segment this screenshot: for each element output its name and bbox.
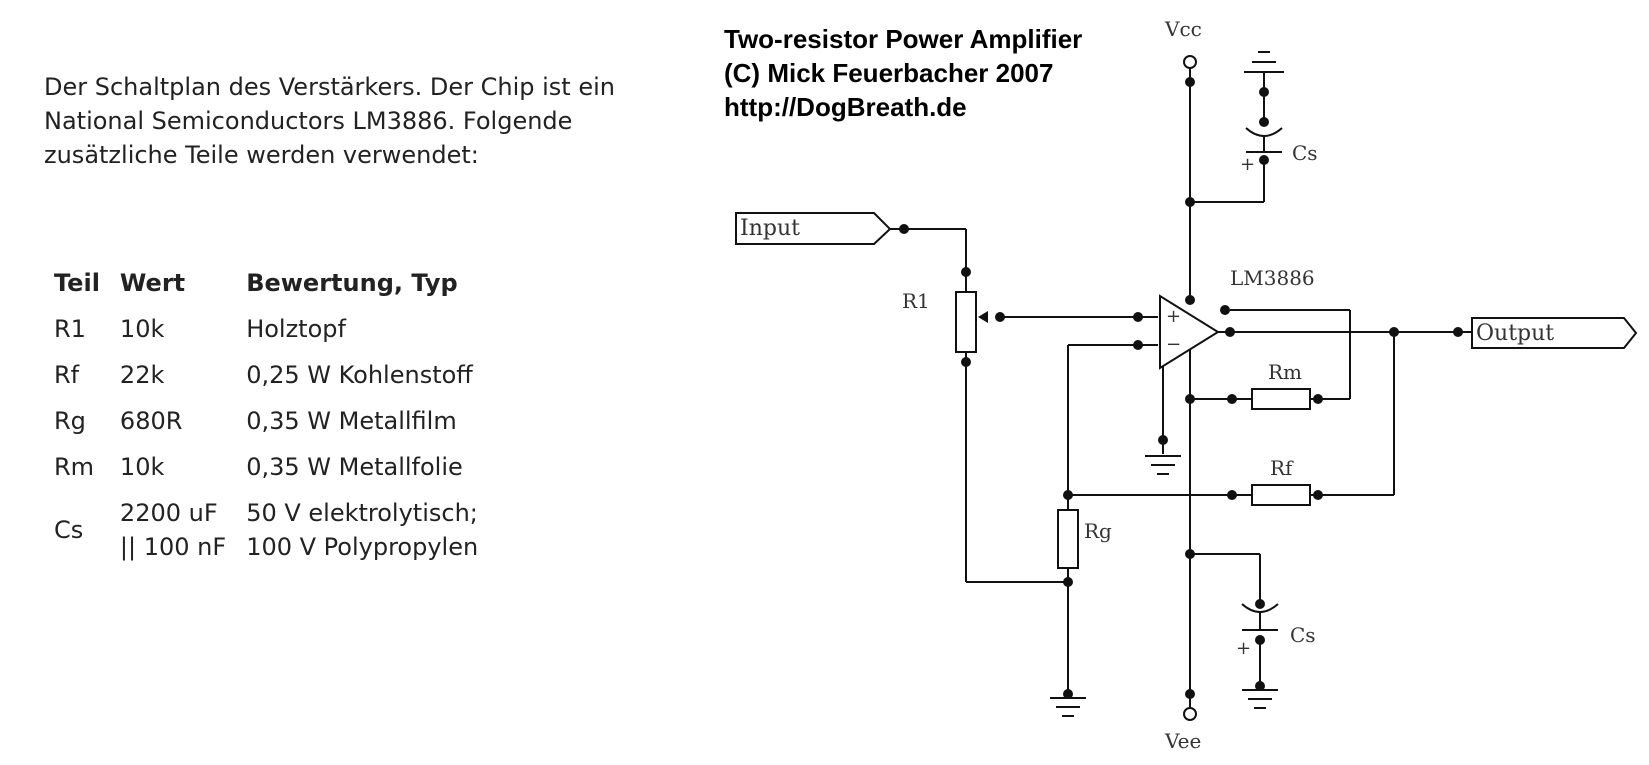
cell-rating-line1: 50 V elektrolytisch; <box>246 499 478 527</box>
opamp-plus: + <box>1166 306 1181 327</box>
rf-resistor <box>1251 484 1311 506</box>
vee-label: Vee <box>1164 729 1201 753</box>
cell-value: 2200 uF || 100 nF <box>110 490 236 570</box>
intro-paragraph: Der Schaltplan des Verstärkers. Der Chip… <box>44 73 615 169</box>
ground-symbol-chip <box>1145 455 1181 475</box>
cell-value-line1: 2200 uF <box>119 499 218 527</box>
header-part: Teil <box>54 269 100 297</box>
table-row: Cs 2200 uF || 100 nF 50 V elektrolytisch… <box>44 490 488 570</box>
chip-label: LM3886 <box>1230 266 1315 290</box>
cell-value-line2: || 100 nF <box>119 533 227 561</box>
ground-symbol-top <box>1244 51 1284 73</box>
r1-label: R1 <box>902 289 930 313</box>
amplifier-schematic: Two-resistor Power Amplifier (C) Mick Fe… <box>724 17 1638 753</box>
rg-label: Rg <box>1084 519 1112 543</box>
cell-part: Rg <box>54 407 86 435</box>
cell-rating: 50 V elektrolytisch; 100 V Polypropylen <box>236 490 488 570</box>
cs-bottom-label: Cs <box>1290 623 1316 647</box>
ground-symbol-rg <box>1050 697 1086 717</box>
cell-rating: Holztopf <box>246 315 346 343</box>
table-row: Rm 10k 0,35 W Metallfolie <box>44 444 488 490</box>
output-tag <box>1471 317 1638 349</box>
cell-part: Cs <box>54 516 84 544</box>
rm-resistor <box>1251 388 1311 410</box>
ground-symbol-cs-bottom <box>1242 689 1278 709</box>
cs-top-capacitor <box>1245 127 1283 153</box>
header-rating: Bewertung, Typ <box>246 269 458 297</box>
rg-resistor <box>1057 509 1079 569</box>
opamp-minus: − <box>1166 334 1181 355</box>
schematic-title-line3: http://DogBreath.de <box>724 92 967 122</box>
vee-terminal <box>1183 707 1197 721</box>
table-row: Rf 22k 0,25 W Kohlenstoff <box>44 352 488 398</box>
cell-part: Rf <box>54 361 80 389</box>
rm-label: Rm <box>1268 360 1302 384</box>
input-tag <box>735 212 892 245</box>
opamp-triangle <box>1159 294 1220 370</box>
cell-rating-line2: 100 V Polypropylen <box>246 533 479 561</box>
cs-top-label: Cs <box>1292 141 1318 165</box>
cell-value: 22k <box>119 361 165 389</box>
cell-value: 680R <box>119 407 183 435</box>
table-row: Rg 680R 0,35 W Metallfilm <box>44 398 488 444</box>
r1-resistor <box>955 291 977 353</box>
input-label: Input <box>740 216 800 241</box>
schematic-title-line1: Two-resistor Power Amplifier <box>724 24 1082 54</box>
cs-bottom-plus: + <box>1236 638 1251 659</box>
cell-value: 10k <box>119 315 165 343</box>
cell-part: R1 <box>54 315 86 343</box>
cell-rating: 0,35 W Metallfolie <box>246 453 463 481</box>
cs-top-plus: + <box>1240 154 1255 175</box>
vcc-label: Vcc <box>1164 17 1202 41</box>
table-header-row: Teil Wert Bewertung, Typ <box>44 260 488 306</box>
r1-wiper-arrow <box>978 311 988 323</box>
cell-part: Rm <box>54 453 95 481</box>
vcc-terminal <box>1183 55 1197 69</box>
junction-dots <box>899 77 1463 699</box>
parts-table: Teil Wert Bewertung, Typ R1 10k Holztopf… <box>44 260 488 570</box>
output-label: Output <box>1476 321 1554 346</box>
rf-label: Rf <box>1270 456 1294 480</box>
header-value: Wert <box>119 269 186 297</box>
cell-rating: 0,25 W Kohlenstoff <box>246 361 473 389</box>
cs-bottom-capacitor <box>1241 603 1279 631</box>
cell-value: 10k <box>119 453 165 481</box>
schematic-title-line2: (C) Mick Feuerbacher 2007 <box>724 58 1053 88</box>
table-row: R1 10k Holztopf <box>44 306 488 352</box>
wires <box>880 68 1472 708</box>
cell-rating: 0,35 W Metallfilm <box>246 407 457 435</box>
